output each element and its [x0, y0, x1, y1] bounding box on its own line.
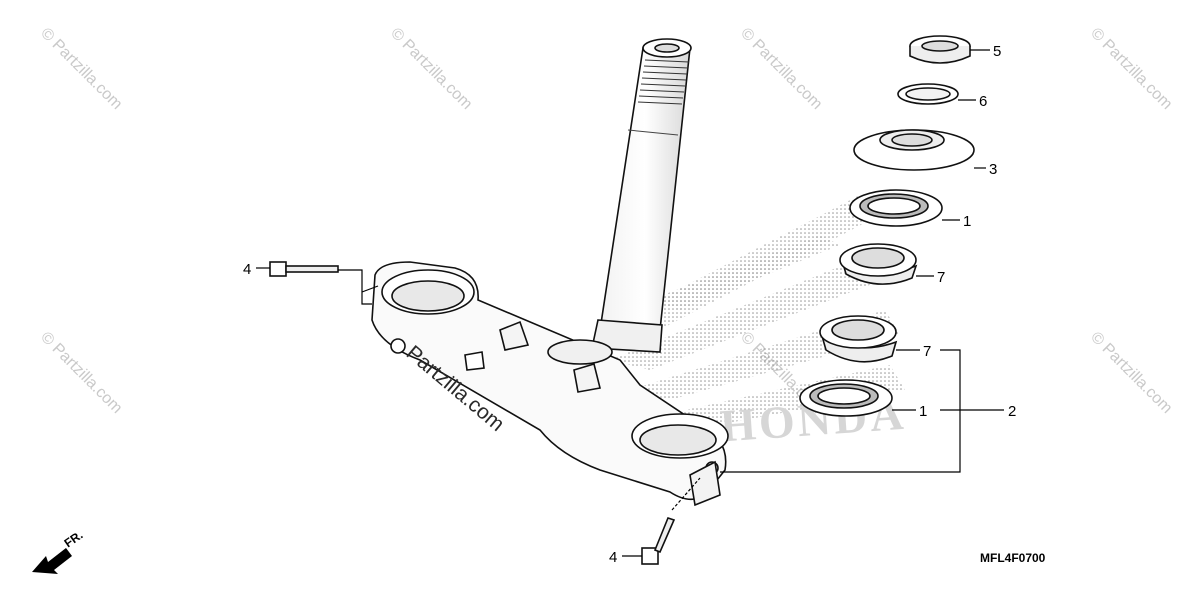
part-3-adjusting-nut — [853, 129, 975, 171]
watermark-mid-left: © Partzilla.com — [37, 329, 125, 417]
callout-7-upper: 7 — [937, 269, 945, 286]
part-5-lock-nut — [909, 35, 971, 64]
part-1-lower-race — [799, 379, 893, 417]
part-7-upper-bearing — [839, 243, 918, 285]
callout-6: 6 — [979, 93, 987, 110]
watermark-top-left: © Partzilla.com — [37, 25, 125, 113]
part-1-upper-race — [849, 189, 943, 227]
callout-labels: 5 6 3 1 7 7 1 2 4 4 — [243, 43, 1016, 566]
steering-stem — [591, 38, 692, 353]
callout-3: 3 — [989, 161, 997, 178]
part-6-lock-washer — [897, 83, 959, 105]
watermark-top-2: © Partzilla.com — [387, 25, 475, 113]
callout-4-lower: 4 — [609, 549, 617, 566]
watermark-top-3: © Partzilla.com — [737, 25, 825, 113]
diagram-code: MFL4F0700 — [980, 551, 1046, 565]
front-label: FR. — [62, 528, 86, 551]
arrow-left-icon — [32, 548, 72, 574]
watermark-mid-right: © Partzilla.com — [1087, 329, 1175, 417]
callout-2: 2 — [1008, 403, 1016, 420]
part-4-upper-bolt — [269, 261, 339, 277]
lower-triple-clamp — [371, 261, 729, 507]
callout-1-lower: 1 — [919, 403, 927, 420]
callout-7-lower: 7 — [923, 343, 931, 360]
watermark-top-right: © Partzilla.com — [1087, 25, 1175, 113]
callout-5: 5 — [993, 43, 1001, 60]
part-4-lower-bolt — [641, 517, 676, 565]
callout-4-upper: 4 — [243, 261, 251, 278]
part-7-lower-bearing — [819, 315, 898, 363]
leader-lines — [256, 49, 1004, 557]
front-direction-indicator: FR. — [32, 528, 85, 574]
callout-1-upper: 1 — [963, 213, 971, 230]
